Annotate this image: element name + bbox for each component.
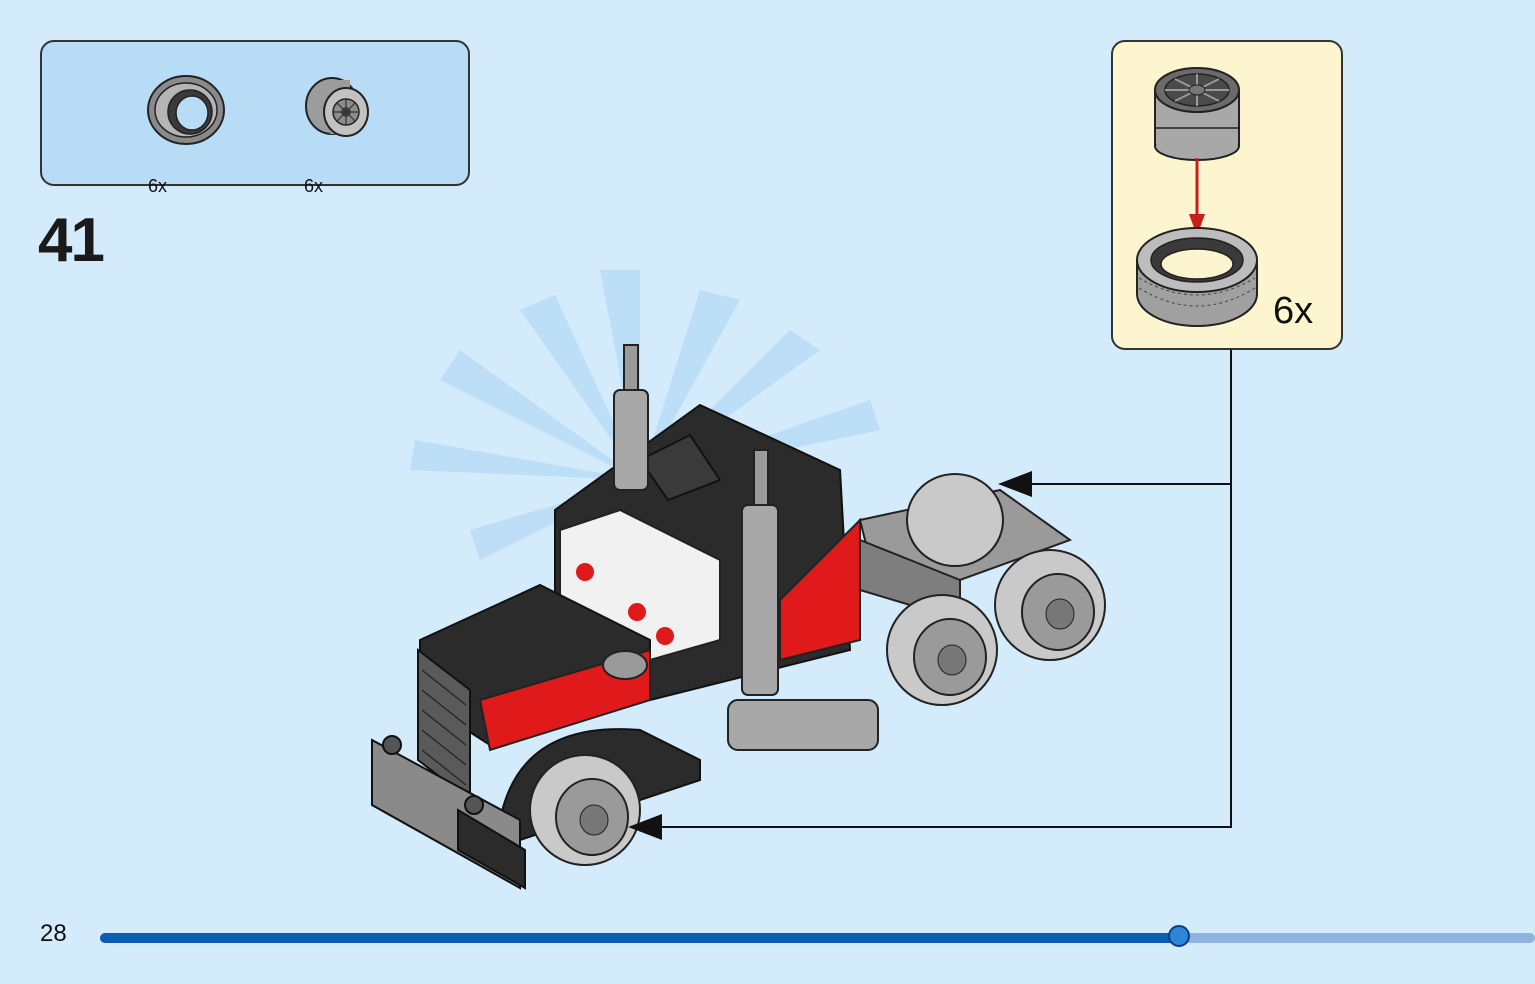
sub-assembly-quantity: 6x	[1273, 290, 1314, 332]
progress-marker	[1168, 925, 1191, 947]
front-wheel	[498, 728, 701, 866]
part-quantity: 6x	[148, 176, 168, 196]
part-wheel-rim: 6x	[300, 72, 390, 196]
progress-bar	[100, 925, 1535, 947]
sub-assembly-box: 6x	[1111, 40, 1343, 350]
step-number: 41	[38, 206, 105, 275]
arrow-to-front-wheel	[628, 814, 662, 840]
part-quantity: 6x	[304, 176, 324, 196]
front-bumper	[371, 735, 526, 890]
part-tire: 6x	[142, 72, 232, 196]
wheel-rim-icon	[305, 77, 369, 137]
truck-hood	[417, 583, 651, 803]
arrow-to-rear-wheel	[998, 471, 1032, 497]
callout-lines	[660, 350, 1232, 828]
fuel-tank	[727, 699, 879, 751]
progress-fill	[100, 933, 1180, 943]
page-number: 28	[40, 920, 67, 947]
rear-wheels	[886, 473, 1106, 706]
wheel-assembly-icon	[1136, 67, 1258, 327]
exhaust-stacks	[613, 344, 779, 696]
tire-icon	[147, 75, 225, 145]
parts-list-box: 6x 6x	[40, 40, 470, 196]
